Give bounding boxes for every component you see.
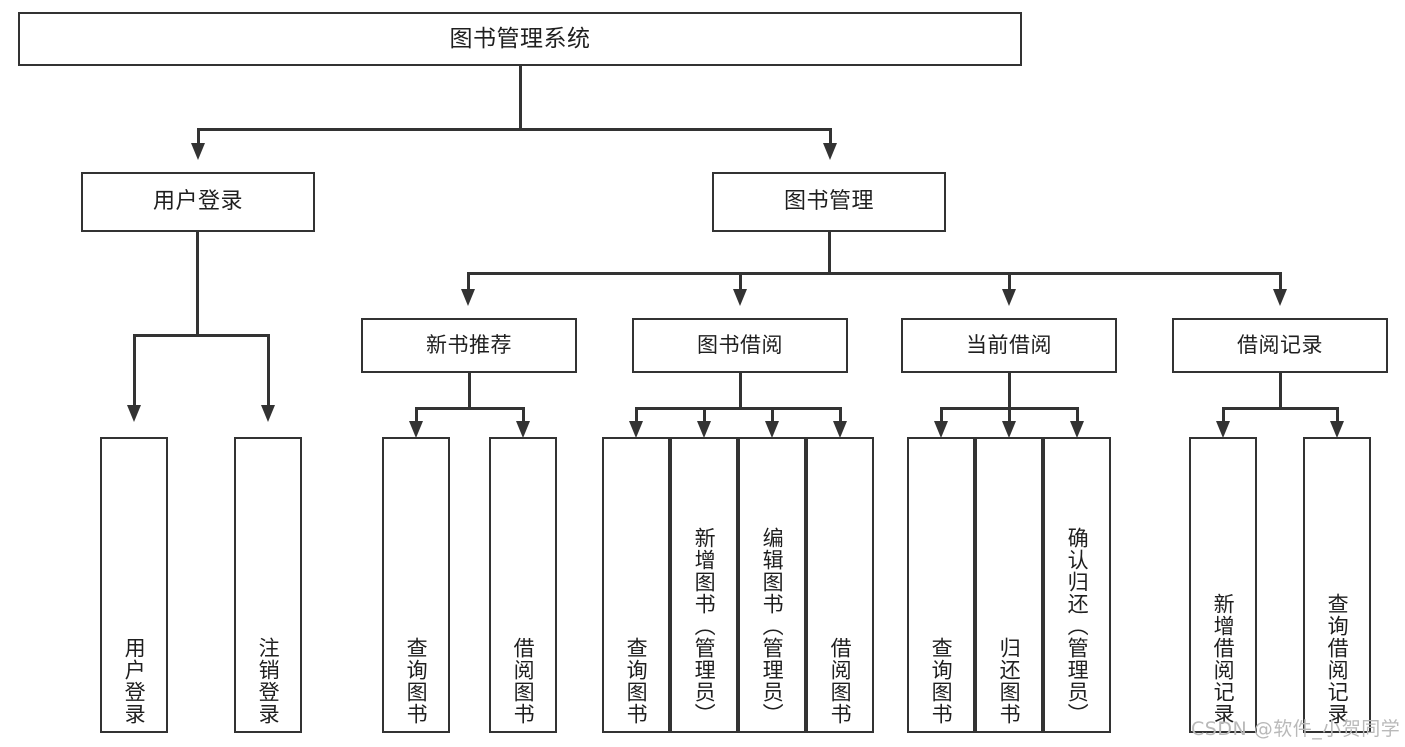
arrowhead-user-login-leaf-1 bbox=[261, 405, 275, 422]
connector-borrow-drop-3 bbox=[839, 407, 842, 423]
connector-user-login-drop-1 bbox=[267, 334, 270, 406]
connector-current-drop-1 bbox=[1008, 407, 1011, 423]
leaf-label: 查询图书 bbox=[624, 637, 649, 725]
connector-current-drop-2 bbox=[1076, 407, 1079, 423]
node-new-book-recommend[interactable]: 新书推荐 bbox=[361, 318, 577, 373]
node-label: 图书管理系统 bbox=[449, 25, 591, 52]
leaf-user-login-1[interactable]: 注销登录 bbox=[234, 437, 302, 733]
connector-level3-drop-1 bbox=[739, 272, 742, 290]
arrowhead-level3-3 bbox=[1273, 289, 1287, 306]
node-root-system[interactable]: 图书管理系统 bbox=[18, 12, 1022, 66]
arrowhead-level3-0 bbox=[461, 289, 475, 306]
leaf-label: 用户登录 bbox=[122, 637, 147, 725]
arrowhead-current-leaf-0 bbox=[934, 421, 948, 438]
arrowhead-to-book-manage bbox=[823, 143, 837, 160]
leaf-label: 借阅图书 bbox=[828, 637, 853, 725]
connector-new-book-bus bbox=[415, 407, 525, 410]
connector-user-login-stem bbox=[196, 232, 199, 336]
connector-borrow-drop-2 bbox=[771, 407, 774, 423]
arrowhead-user-login-leaf-0 bbox=[127, 405, 141, 422]
arrowhead-borrow-leaf-3 bbox=[833, 421, 847, 438]
arrowhead-records-leaf-1 bbox=[1330, 421, 1344, 438]
arrowhead-level3-2 bbox=[1002, 289, 1016, 306]
leaf-label: 注销登录 bbox=[256, 637, 281, 725]
connector-level3-drop-3 bbox=[1279, 272, 1282, 290]
csdn-watermark: CSDN @软件_小贺同学 bbox=[1191, 718, 1401, 740]
arrowhead-new-book-leaf-0 bbox=[409, 421, 423, 438]
node-label: 当前借阅 bbox=[966, 333, 1052, 358]
arrowhead-new-book-leaf-1 bbox=[516, 421, 530, 438]
node-book-borrow[interactable]: 图书借阅 bbox=[632, 318, 848, 373]
connector-records-drop-1 bbox=[1336, 407, 1339, 423]
leaf-borrow-0[interactable]: 查询图书 bbox=[602, 437, 670, 733]
leaf-borrow-1[interactable]: 新增图书（管理员） bbox=[670, 437, 738, 733]
connector-root-drop-left bbox=[197, 128, 200, 144]
connector-root-drop-right bbox=[829, 128, 832, 144]
connector-current-drop-0 bbox=[940, 407, 943, 423]
connector-records-bus bbox=[1222, 407, 1339, 410]
connector-borrow-stem bbox=[739, 373, 742, 409]
connector-borrow-bus bbox=[635, 407, 842, 410]
connector-new-book-stem bbox=[468, 373, 471, 409]
arrowhead-level3-1 bbox=[733, 289, 747, 306]
arrowhead-borrow-leaf-2 bbox=[765, 421, 779, 438]
connector-borrow-drop-0 bbox=[635, 407, 638, 423]
leaf-label: 查询图书 bbox=[929, 637, 954, 725]
leaf-label: 编辑图书（管理员） bbox=[760, 527, 785, 725]
node-label: 借阅记录 bbox=[1237, 333, 1323, 358]
leaf-user-login-0[interactable]: 用户登录 bbox=[100, 437, 168, 733]
node-label: 图书借阅 bbox=[697, 333, 783, 358]
node-label: 用户登录 bbox=[152, 189, 243, 215]
leaf-new-book-1[interactable]: 借阅图书 bbox=[489, 437, 557, 733]
arrowhead-current-leaf-2 bbox=[1070, 421, 1084, 438]
connector-user-login-drop-0 bbox=[133, 334, 136, 406]
leaf-label: 查询借阅记录 bbox=[1325, 593, 1350, 725]
arrowhead-borrow-leaf-0 bbox=[629, 421, 643, 438]
leaf-current-1[interactable]: 归还图书 bbox=[975, 437, 1043, 733]
arrowhead-records-leaf-0 bbox=[1216, 421, 1230, 438]
node-label: 图书管理 bbox=[783, 189, 874, 215]
connector-level3-drop-2 bbox=[1008, 272, 1011, 290]
leaf-current-0[interactable]: 查询图书 bbox=[907, 437, 975, 733]
leaf-records-0[interactable]: 新增借阅记录 bbox=[1189, 437, 1257, 733]
connector-new-book-drop-1 bbox=[522, 407, 525, 423]
connector-user-login-bus bbox=[133, 334, 269, 337]
leaf-label: 借阅图书 bbox=[511, 637, 536, 725]
arrowhead-to-user-login bbox=[191, 143, 205, 160]
leaf-new-book-0[interactable]: 查询图书 bbox=[382, 437, 450, 733]
connector-root-bus bbox=[197, 128, 831, 131]
arrowhead-borrow-leaf-1 bbox=[697, 421, 711, 438]
leaf-current-2[interactable]: 确认归还（管理员） bbox=[1043, 437, 1111, 733]
connector-level3-bus bbox=[467, 272, 1281, 275]
connector-borrow-drop-1 bbox=[703, 407, 706, 423]
node-current-borrow[interactable]: 当前借阅 bbox=[901, 318, 1117, 373]
leaf-label: 新增图书（管理员） bbox=[692, 527, 717, 725]
leaf-borrow-2[interactable]: 编辑图书（管理员） bbox=[738, 437, 806, 733]
node-borrow-records[interactable]: 借阅记录 bbox=[1172, 318, 1388, 373]
leaf-borrow-3[interactable]: 借阅图书 bbox=[806, 437, 874, 733]
node-label: 新书推荐 bbox=[426, 333, 512, 358]
connector-records-drop-0 bbox=[1222, 407, 1225, 423]
connector-level3-drop-0 bbox=[467, 272, 470, 290]
connector-root-stem bbox=[519, 66, 522, 130]
leaf-records-1[interactable]: 查询借阅记录 bbox=[1303, 437, 1371, 733]
connector-new-book-drop-0 bbox=[415, 407, 418, 423]
leaf-label: 确认归还（管理员） bbox=[1065, 527, 1090, 725]
leaf-label: 归还图书 bbox=[997, 637, 1022, 725]
connector-records-stem bbox=[1279, 373, 1282, 409]
connector-current-stem bbox=[1008, 373, 1011, 409]
node-book-management[interactable]: 图书管理 bbox=[712, 172, 946, 232]
leaf-label: 新增借阅记录 bbox=[1211, 593, 1236, 725]
connector-book-manage-stem bbox=[828, 232, 831, 274]
leaf-label: 查询图书 bbox=[404, 637, 429, 725]
arrowhead-current-leaf-1 bbox=[1002, 421, 1016, 438]
node-user-login[interactable]: 用户登录 bbox=[81, 172, 315, 232]
